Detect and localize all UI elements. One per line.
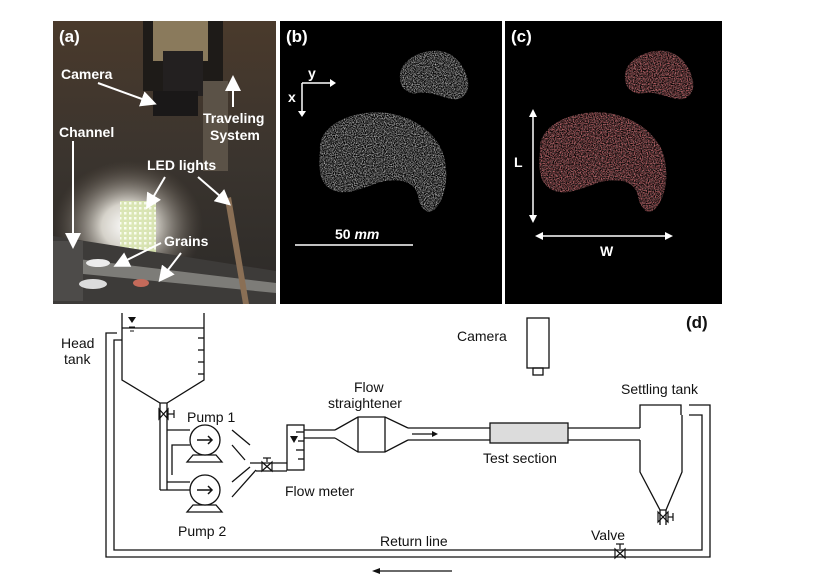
axis-x-label: x [288, 89, 296, 105]
camera-schematic-label: Camera [457, 328, 507, 344]
grains-label: Grains [164, 233, 209, 249]
large-bedform [319, 112, 447, 212]
led-arrow-right [197, 176, 232, 206]
axis-y-label: y [308, 65, 316, 81]
scale-bar-label: 50 mm [335, 226, 379, 242]
traveling-label-line1: Traveling [203, 110, 265, 126]
pump-1 [185, 424, 224, 463]
pump-1-label: Pump 1 [187, 409, 236, 425]
camera-arrow [97, 82, 157, 107]
panel-d-label: (d) [686, 313, 708, 332]
head-tank-label-line1: Head [61, 335, 95, 351]
length-label: L [514, 154, 523, 170]
valve-flow-meter [261, 457, 273, 473]
camera-body [526, 317, 550, 369]
grains-arrow-right [158, 252, 182, 283]
panel-b-label: (b) [286, 27, 308, 46]
pump-2-label: Pump 2 [178, 523, 227, 539]
width-label: W [600, 243, 614, 259]
flow-meter-label: Flow meter [285, 483, 355, 499]
small-bedform-red [624, 50, 694, 100]
large-bedform-red [539, 112, 667, 212]
dimension-arrows [529, 109, 673, 240]
return-line-inner [113, 339, 703, 551]
grain-image-c [539, 50, 694, 212]
small-bedform [399, 50, 469, 100]
grain-image-b [319, 50, 469, 212]
valve-label: Valve [591, 527, 625, 543]
flow-straightener-label-line2: straightener [328, 395, 402, 411]
settling-tank-label: Settling tank [621, 381, 699, 397]
scale-value: 50 [335, 226, 351, 242]
panel-a-arrows [65, 75, 241, 283]
scale-unit: mm [354, 226, 380, 242]
camera-label: Camera [61, 66, 113, 82]
panel-a-label: (a) [59, 27, 80, 46]
panel-c-label: (c) [511, 27, 532, 46]
led-lights-label: LED lights [147, 157, 217, 173]
traveling-label-line2: System [210, 127, 260, 143]
axis-indicator [295, 79, 413, 246]
test-section [489, 422, 569, 444]
head-tank [121, 313, 205, 404]
grains-arrow-left [113, 242, 162, 267]
photo-panel-a: (a) Camera Traveling System Channel LED … [53, 21, 276, 304]
head-tank-label-line2: tank [64, 351, 91, 367]
channel-label: Channel [59, 124, 115, 140]
valve-settling-tank [657, 510, 674, 524]
flow-meter [286, 424, 305, 471]
led-arrow-left [145, 176, 166, 210]
image-panel-b: (b) y x 50 mm [280, 21, 502, 304]
settling-tank [639, 404, 682, 428]
valve-head-tank [158, 407, 175, 421]
return-line-label: Return line [380, 533, 448, 549]
valve-return-line [614, 543, 626, 560]
pump-2 [185, 474, 224, 513]
flow-straightener-label-line1: Flow [354, 379, 384, 395]
image-panel-c: (c) L W [505, 21, 722, 304]
test-section-label: Test section [483, 450, 557, 466]
